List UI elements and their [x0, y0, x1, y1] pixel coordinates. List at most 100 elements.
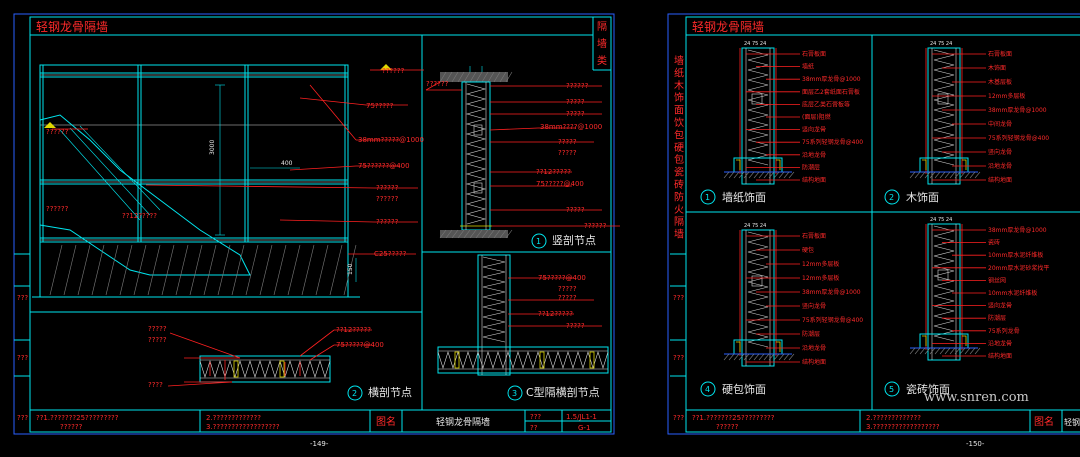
floor-hatch-line — [788, 353, 795, 361]
side-tab-char: 饮 — [674, 116, 684, 129]
annotation-text: 75?????@400 — [536, 180, 584, 188]
floor-hatch-line — [315, 244, 329, 296]
floor-hatch-line — [63, 244, 77, 296]
right-note-1b: ?????? — [716, 423, 739, 431]
floor-hatch-line — [77, 244, 91, 296]
floor-hatch-line — [743, 171, 750, 179]
detail-3-circle — [507, 385, 523, 401]
floor-hatch-line — [748, 353, 755, 361]
slab-hatch-line — [445, 71, 453, 83]
floor-hatch-line — [723, 171, 730, 179]
annotation-text: ??12????? — [536, 168, 571, 176]
slab-hatch-line — [463, 71, 471, 83]
left-sheet-no: G-1 — [578, 424, 590, 432]
left-strip-mark-2: ??? — [17, 354, 28, 362]
annotation-text: 防潮层 — [802, 163, 820, 171]
slab-hatch-line — [505, 229, 513, 239]
floor-hatch-line — [929, 171, 936, 179]
annotation-text: ????? — [566, 98, 585, 106]
annotation-text: ?????? — [382, 67, 405, 75]
floor-hatch-line — [924, 171, 931, 179]
annotation-text: 结构地面 — [988, 176, 1012, 184]
left-note-2: 2.????????????? — [206, 414, 261, 422]
rdetail-5-title: 瓷砖饰面 — [906, 382, 950, 396]
annotation-text: ?????? — [376, 218, 399, 226]
side-tab-char: 火 — [674, 204, 684, 216]
annotation-text: 75系列轻钢龙骨@400 — [802, 138, 863, 146]
annotation-text: ??12????? — [538, 310, 573, 318]
vertical-section-detail — [439, 66, 513, 239]
annotation-text: ????? — [566, 206, 585, 214]
detail-wallpaper: 24 75 24石膏板面墙纸38mm厚龙骨@1000面层乙2套纸面石膏板底层乙类… — [723, 41, 863, 185]
detail-hard-pack: 24 75 24石膏板面硬包12mm多层板12mm多层板38mm厚龙骨@1000… — [723, 223, 863, 367]
left-code: 1.5/JL1-1 — [566, 413, 597, 421]
annotation-text: 75?????@400 — [538, 274, 586, 282]
floor-hatch-line — [964, 347, 971, 355]
side-tab-char: 墙 — [674, 228, 684, 241]
annotation-text: 结构地面 — [802, 176, 826, 184]
rdetail-5-num: 5 — [889, 385, 894, 394]
track-profile — [736, 159, 781, 170]
floor-hatch-line — [944, 347, 951, 355]
leader-line — [279, 219, 375, 223]
floor-hatch-line — [768, 353, 775, 361]
leader-line — [299, 329, 335, 357]
floor-hatch-line — [773, 171, 780, 179]
detail-1-title: 竖剖节点 — [552, 233, 596, 247]
side-tab-char: 包 — [674, 128, 684, 141]
floor-hatch-line — [175, 244, 189, 296]
right-drawing-name-label: 图名 — [1034, 415, 1054, 428]
side-tab-char: 纸 — [674, 66, 684, 79]
annotation-text: 10mm水泥纤维板 — [988, 289, 1037, 297]
slab-hatch-line — [493, 71, 501, 83]
annotation-text: 75??????@400 — [358, 162, 410, 170]
base-track — [919, 333, 969, 349]
annotation-text: 竖向龙骨 — [988, 148, 1012, 156]
leader-line — [489, 127, 539, 131]
floor-hatch-line — [49, 244, 63, 296]
annotation-text: ??12????? — [336, 326, 371, 334]
floor-hatch-line — [959, 347, 966, 355]
floor-hatch-line — [329, 244, 343, 296]
annotation-text: 38mm????@1000 — [540, 123, 602, 131]
slab-hatch-line — [493, 229, 501, 239]
right-drawing-name: 轻钢龙骨隔墙 — [1064, 417, 1080, 427]
slab-hatch-line — [451, 229, 459, 239]
annotation-text: 硬包 — [802, 246, 814, 254]
right-title-block: ??1.???????25????????? ?????? 2.????????… — [686, 409, 1080, 432]
slab-hatch-line — [457, 229, 465, 239]
floor-hatch-line — [758, 171, 765, 179]
rdetail-1-title: 墙纸饰面 — [722, 190, 766, 204]
insulation-line — [482, 256, 506, 343]
annotation-text: 20mm厚水泥砂浆找平 — [988, 264, 1049, 272]
dim-text: 24 75 24 — [744, 223, 766, 229]
annotation-text: 底层乙类石膏板等 — [802, 100, 850, 108]
insulation-line — [747, 231, 769, 348]
right-strip-mark-3: ??? — [673, 414, 684, 422]
floor-hatch-line — [974, 347, 981, 355]
floor-hatch-line — [728, 171, 735, 179]
annotation-text: ?????? — [376, 184, 399, 192]
floor-hatch-line — [217, 244, 231, 296]
horizontal-section-detail — [199, 355, 331, 383]
leader-line — [425, 81, 441, 91]
floor-hatch-line — [949, 347, 956, 355]
floor-hatch-line — [944, 171, 951, 179]
annotation-text: 沿地龙骨 — [988, 162, 1012, 170]
side-tab-char: 硬 — [674, 142, 684, 154]
detail-wood-veneer: 24 75 24石膏板面木饰面木基层板12mm多层板38mm厚龙骨@1000中间… — [909, 41, 1049, 185]
insulation-line — [747, 49, 769, 166]
floor-hatch-line — [245, 244, 259, 296]
floor-hatch-line — [934, 171, 941, 179]
floor-hatch-line — [939, 347, 946, 355]
annotation-text: 12mm多层板 — [802, 274, 839, 282]
insulation-line — [437, 350, 609, 370]
detail-2-num: 2 — [352, 389, 357, 398]
floor-hatch-line — [273, 244, 287, 296]
slab-hatch-line — [445, 229, 453, 239]
annotation-text: 38mm厚龙骨@1000 — [802, 288, 861, 296]
floor-hatch-line — [778, 353, 785, 361]
floor-hatch-line — [133, 244, 147, 296]
